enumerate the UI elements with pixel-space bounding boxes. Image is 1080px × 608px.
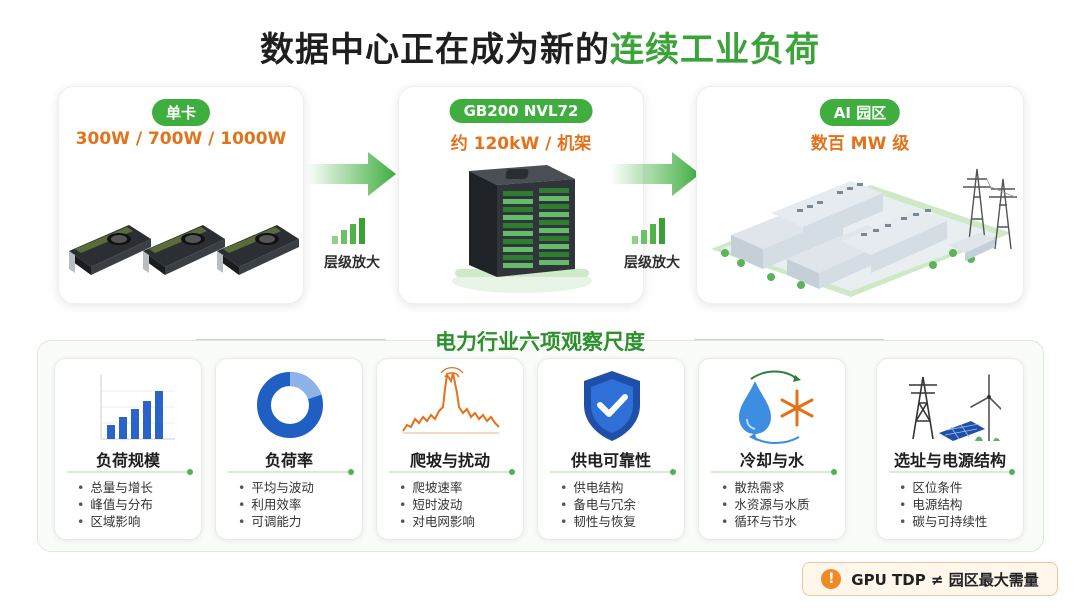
scale-card-rack: GB200 NVL72 约 120kW / 机架 (398, 86, 644, 304)
dimension-card-supply-reliability: 供电可靠性 供电结构 备电与冗余 韧性与恢复 (537, 358, 685, 540)
data-center-campus-icon (711, 168, 1017, 297)
dimension-title: 负荷规模 (95, 451, 160, 470)
dimension-list: 散热需求 水资源与水质 循环与节水 (721, 479, 809, 530)
list-item: 备电与冗余 (560, 496, 636, 513)
list-item: 峰值与分布 (77, 496, 153, 513)
list-item: 可调能力 (238, 513, 314, 530)
scale-card-ai-campus: AI 园区 数百 MW 级 (696, 86, 1024, 304)
server-rack-icon (452, 165, 592, 293)
list-item: 短时波动 (399, 496, 475, 513)
list-item: 电源结构 (899, 496, 987, 513)
list-item: 平均与波动 (238, 479, 314, 496)
signal-bars-icon (632, 218, 665, 244)
amplify-indicator-2: 层级放大 (612, 216, 692, 272)
amplify-indicator-1: 层级放大 (312, 216, 392, 272)
dimension-title: 爬坡与扰动 (409, 451, 490, 470)
dimension-divider (228, 469, 354, 475)
section-divider-left (196, 339, 386, 340)
arrow-right-icon (610, 152, 700, 196)
list-item: 区位条件 (899, 479, 987, 496)
section-divider-right (694, 339, 884, 340)
list-item: 区域影响 (77, 513, 153, 530)
dimension-divider (67, 469, 193, 475)
dimension-divider (389, 469, 515, 475)
dimension-list: 爬坡速率 短时波动 对电网影响 (399, 479, 475, 530)
dimension-title: 负荷率 (264, 451, 313, 470)
list-item: 水资源与水质 (721, 496, 809, 513)
signal-bars-icon (332, 218, 365, 244)
donut-chart-icon (257, 372, 323, 438)
dimension-card-load-factor: 负荷率 平均与波动 利用效率 可调能力 (215, 358, 363, 540)
list-item: 爬坡速率 (399, 479, 475, 496)
dimension-title: 选址与电源结构 (893, 451, 1006, 470)
dimension-list: 区位条件 电源结构 碳与可持续性 (899, 479, 987, 530)
dimension-card-cooling-water: 冷却与水 散热需求 水资源与水质 循环与节水 (698, 358, 846, 540)
shield-check-icon (584, 371, 640, 441)
dimension-divider (889, 469, 1015, 475)
dimension-title: 供电可靠性 (570, 451, 651, 470)
scale-power: 300W / 700W / 1000W (75, 129, 287, 149)
scale-power: 约 120kW / 机架 (450, 134, 592, 154)
bar-chart-icon (100, 375, 175, 440)
scale-label: 单卡 (151, 99, 211, 126)
dimension-divider (711, 469, 837, 475)
list-item: 散热需求 (721, 479, 809, 496)
dimension-card-siting-power-mix: 选址与电源结构 区位条件 电源结构 碳与可持续性 (876, 358, 1024, 540)
scale-power: 数百 MW 级 (810, 134, 910, 154)
page-title: 数据中心正在成为新的连续工业负荷 (0, 22, 1080, 71)
dimension-card-ramp-disturbance: 爬坡与扰动 爬坡速率 短时波动 对电网影响 (376, 358, 524, 540)
list-item: 循环与节水 (721, 513, 809, 530)
dimension-list: 总量与增长 峰值与分布 区域影响 (77, 479, 153, 530)
warning-note-text: GPU TDP ≠ 园区最大需量 (851, 570, 1039, 589)
water-snowflake-icon (739, 370, 814, 444)
amplify-label: 层级放大 (624, 255, 680, 271)
dimension-divider (550, 469, 676, 475)
scale-card-single-gpu: 单卡 300W / 700W / 1000W (58, 86, 304, 304)
list-item: 供电结构 (560, 479, 636, 496)
waveform-signal-icon (402, 367, 500, 434)
power-tower-solar-wind-icon (909, 374, 1001, 441)
dimension-list: 平均与波动 利用效率 可调能力 (238, 479, 314, 530)
scale-label: GB200 NVL72 (449, 99, 593, 123)
gpu-cards-icon (69, 225, 299, 275)
dimension-card-load-scale: 负荷规模 总量与增长 峰值与分布 区域影响 (54, 358, 202, 540)
section-title: 电力行业六项观察尺度 (435, 330, 645, 354)
list-item: 碳与可持续性 (899, 513, 987, 530)
dimension-list: 供电结构 备电与冗余 韧性与恢复 (560, 479, 636, 530)
warning-note: ! GPU TDP ≠ 园区最大需量 (802, 562, 1058, 596)
amplify-label: 层级放大 (324, 255, 380, 271)
title-main: 数据中心正在成为新的 (260, 30, 610, 70)
list-item: 韧性与恢复 (560, 513, 636, 530)
arrow-right-icon (306, 152, 396, 196)
title-highlight: 连续工业负荷 (610, 30, 820, 70)
warning-icon: ! (821, 569, 842, 589)
list-item: 总量与增长 (77, 479, 153, 496)
dimension-title: 冷却与水 (739, 451, 804, 470)
scale-label: AI 园区 (819, 99, 901, 126)
list-item: 对电网影响 (399, 513, 475, 530)
list-item: 利用效率 (238, 496, 314, 513)
